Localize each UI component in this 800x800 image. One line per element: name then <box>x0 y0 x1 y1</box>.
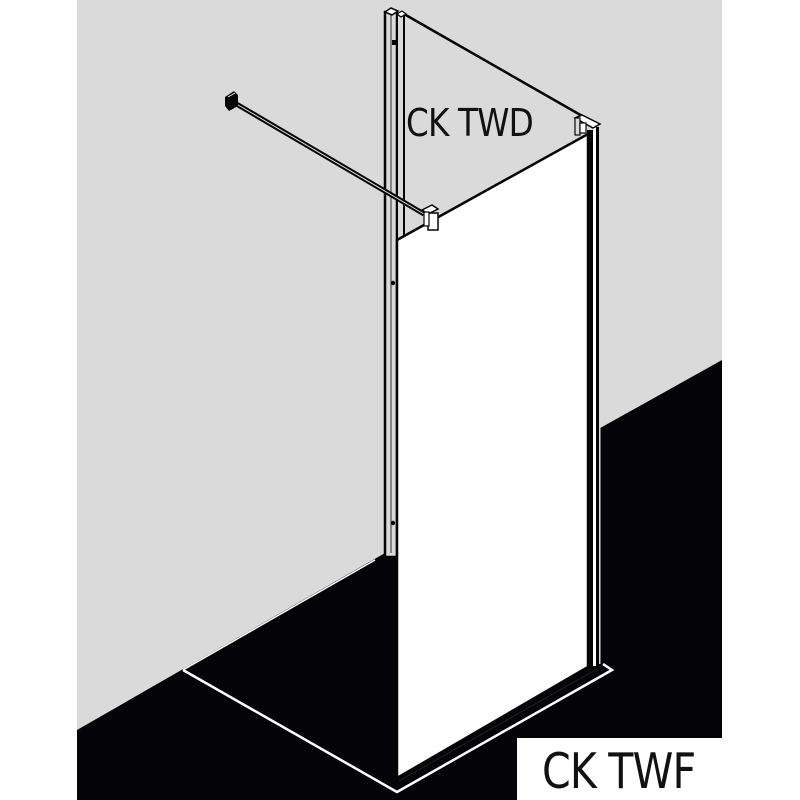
back-panel-top-edge <box>403 12 599 127</box>
screw-icon <box>390 280 396 286</box>
wall-profile <box>383 7 408 559</box>
wall-floor-seam <box>182 559 376 671</box>
glass-clamp-icon <box>420 204 440 231</box>
screw-icon <box>390 520 396 526</box>
screw-icon <box>392 40 396 45</box>
back-panel-label: CK TWD <box>406 101 534 145</box>
front-panel-label: CK TWF <box>542 743 696 800</box>
wall-bracket-icon <box>225 91 238 111</box>
floor-outline <box>182 662 615 794</box>
front-panel <box>395 114 602 782</box>
stabilizer-rod <box>225 91 440 231</box>
front-panel-label-box <box>517 738 722 800</box>
